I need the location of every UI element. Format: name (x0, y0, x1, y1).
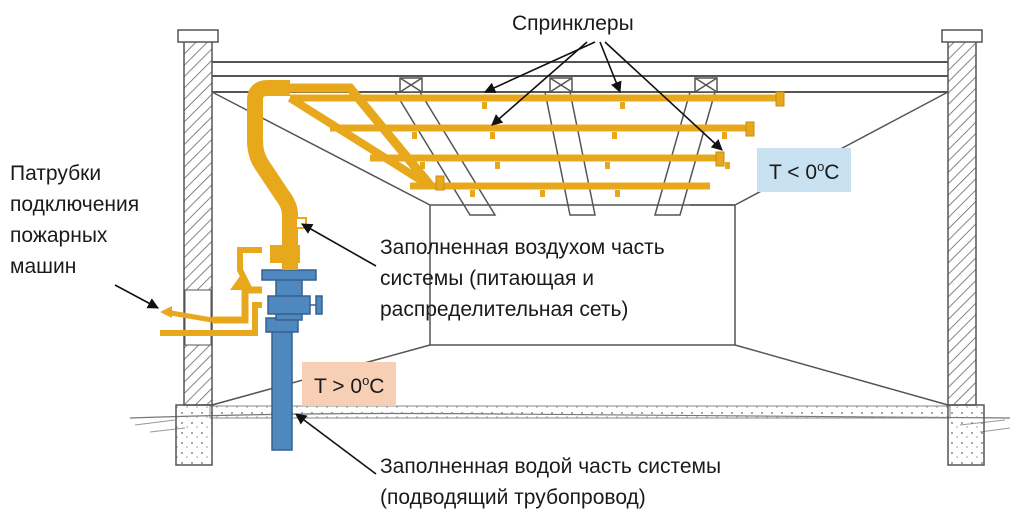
foundation-right (947, 404, 985, 466)
label-line: подключения (10, 193, 140, 216)
label-line: Заполненная воздухом часть (380, 236, 665, 259)
warm-temp-badge: T > 0oC (302, 362, 397, 406)
label-line: (подводящий трубопровод) (380, 486, 646, 509)
temp-unit: C (369, 375, 385, 398)
air-part-label: Заполненная воздухом часть системы (пита… (380, 232, 665, 325)
label-line: Патрубки (10, 162, 102, 185)
sprinklers-label: Спринклеры (512, 12, 634, 35)
fire-connections-label: Патрубки подключения пожарных машин (10, 158, 139, 282)
temp-prefix: T < 0 (769, 161, 818, 184)
label-line: системы (питающая и (380, 267, 594, 290)
ceiling-joists (394, 77, 718, 216)
label-line: распределительная сеть) (380, 298, 629, 321)
temp-unit: C (824, 161, 840, 184)
label-line: Заполненная водой часть системы (380, 455, 722, 478)
callout-arrows (114, 41, 723, 475)
ground (129, 405, 1011, 433)
air-filled-pipes (160, 80, 785, 336)
wall-left (177, 29, 219, 406)
label-line: машин (10, 255, 77, 278)
temp-prefix: T > 0 (314, 375, 363, 398)
water-part-label: Заполненная водой часть системы (подводя… (380, 451, 721, 512)
foundation-left (175, 404, 213, 466)
sprinkler-heads (412, 102, 730, 197)
wall-right (941, 29, 983, 406)
cold-temp-badge: T < 0oC (757, 148, 852, 192)
label-line: пожарных (10, 224, 108, 247)
temp-degree: o (362, 373, 370, 388)
temp-degree: o (817, 159, 825, 174)
water-riser-pipe (261, 269, 323, 451)
